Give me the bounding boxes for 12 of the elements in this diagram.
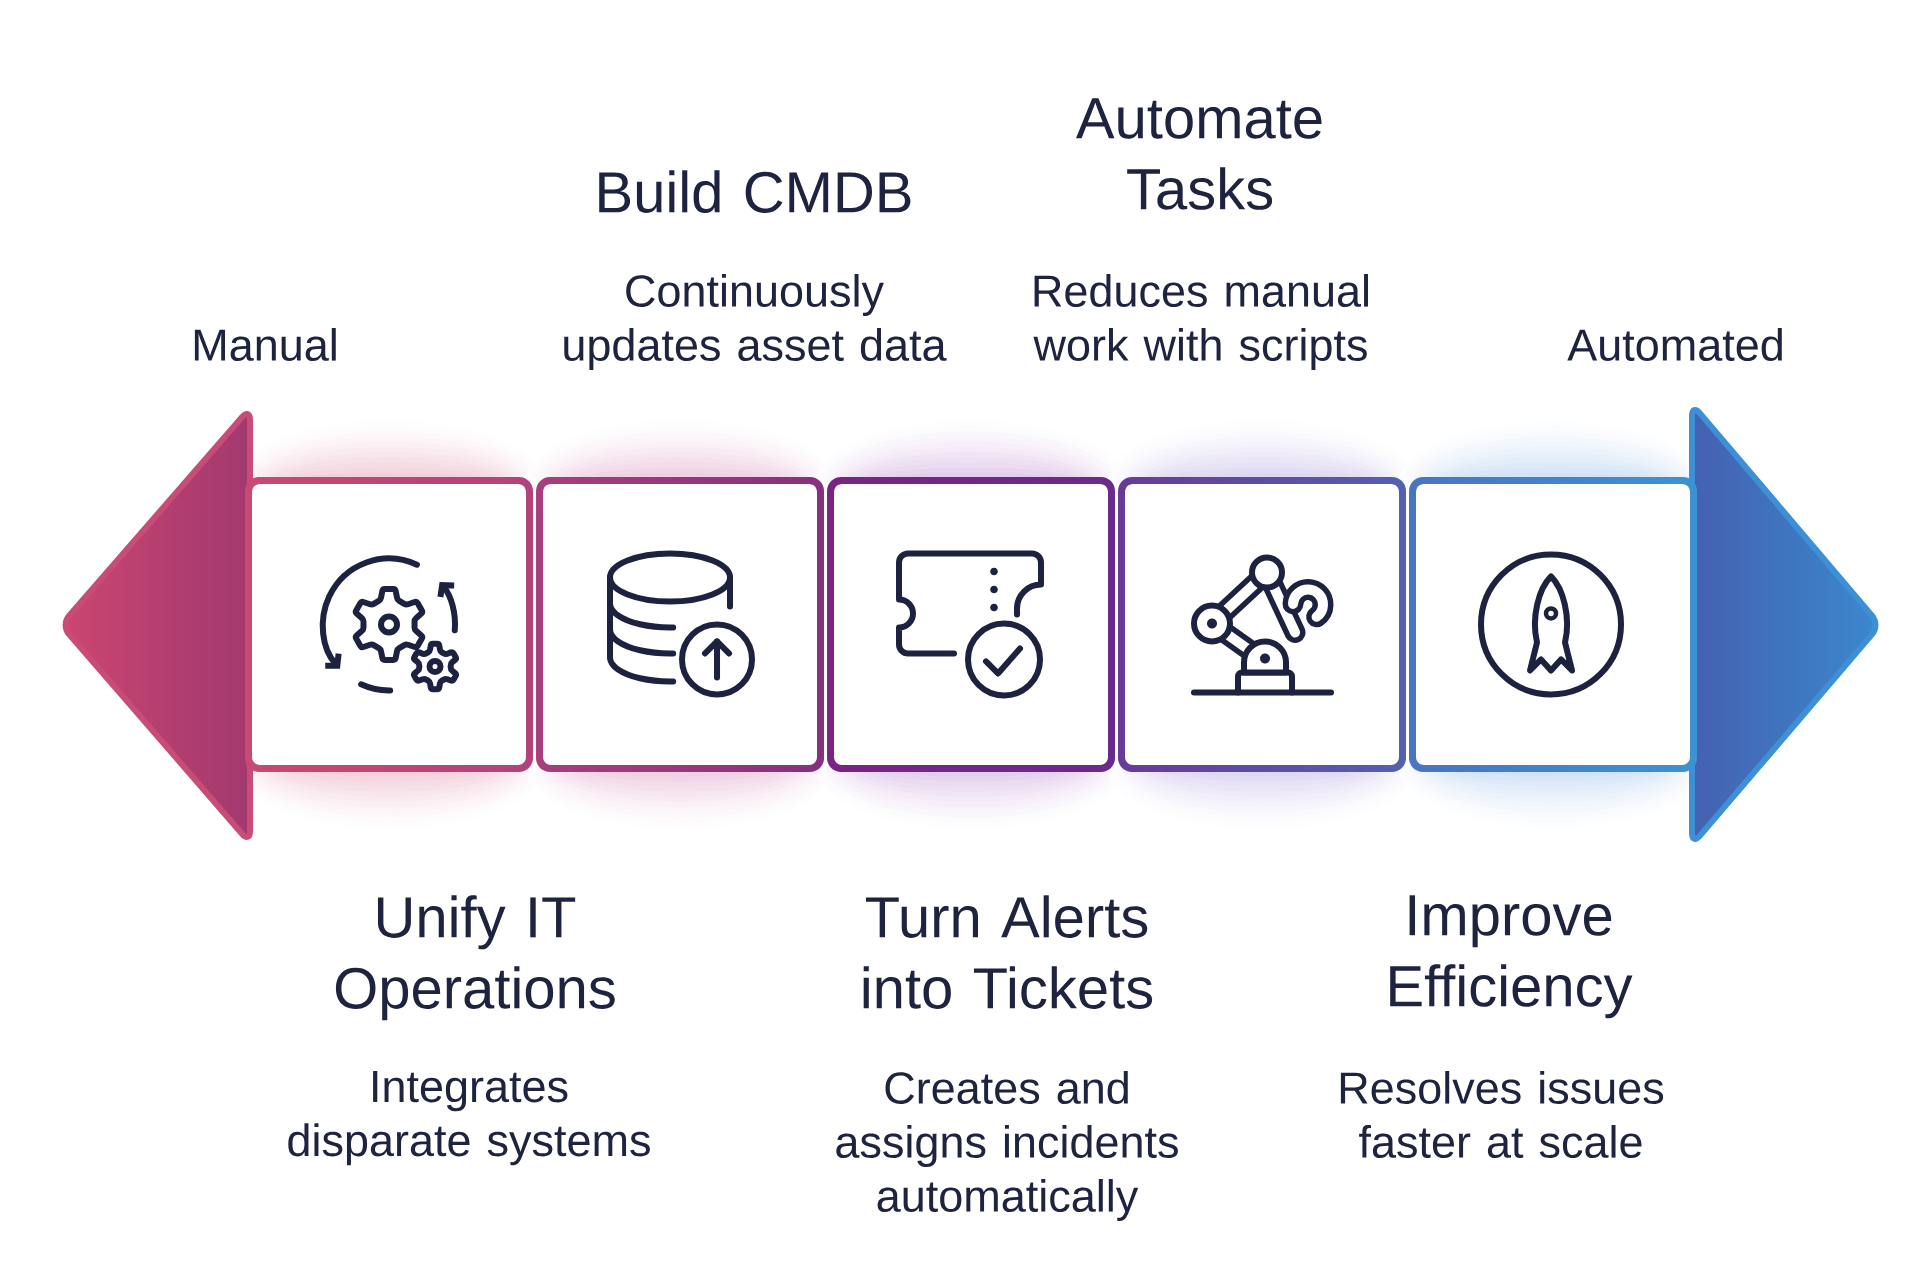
step-description: Resolves issues faster at scale	[1340, 1071, 1664, 1159]
step-description: Creates and assigns incidents automatically	[836, 1071, 1178, 1221]
step-title: Turn Alerts into Tickets	[863, 895, 1153, 1009]
step-description: Integrates disparate systems	[288, 1071, 650, 1166]
step-title: Automate Tasks	[1076, 98, 1322, 210]
scale-label: Manual	[194, 328, 336, 362]
step-title: Improve Efficiency	[1390, 895, 1633, 1019]
scale-label: Automated	[1567, 328, 1782, 362]
step-description: Continuously updates asset data	[564, 274, 947, 370]
step-description: Reduces manual work with scripts	[1033, 274, 1368, 370]
step-title: Build CMDB	[599, 170, 911, 213]
step-title: Unify IT Operations	[335, 895, 615, 1021]
